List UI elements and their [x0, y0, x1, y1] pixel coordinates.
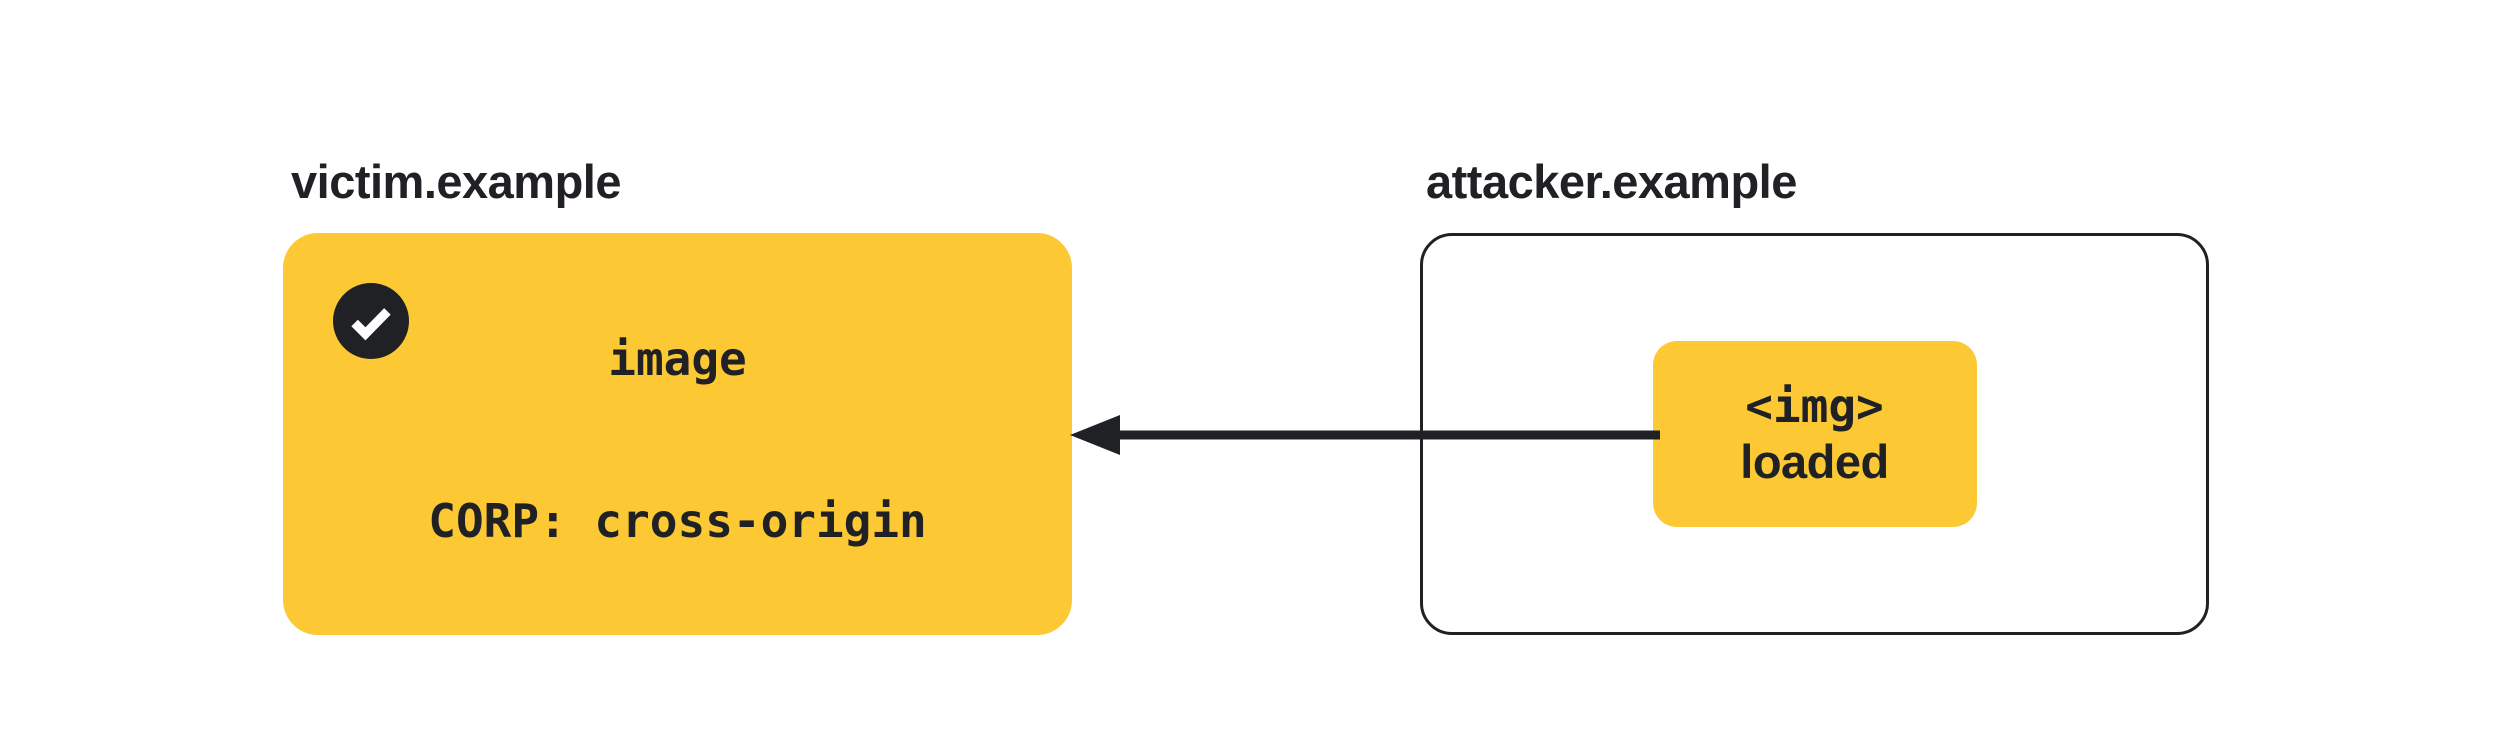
request-arrow-left-icon	[1070, 415, 1660, 455]
corp-header-label: CORP: cross-origin	[428, 494, 927, 548]
img-tag-label: <img>	[1745, 379, 1884, 433]
attacker-site-box: <img> loaded	[1420, 233, 2209, 635]
attacker-domain-label: attacker.example	[1426, 155, 1797, 208]
resource-type-label: image	[608, 332, 747, 386]
loaded-status-label: loaded	[1740, 435, 1889, 488]
img-resource-box: <img> loaded	[1652, 341, 1977, 527]
victim-site-box: image CORP: cross-origin	[283, 233, 1072, 635]
victim-resource-text: image CORP: cross-origin	[428, 224, 927, 656]
check-icon	[333, 283, 409, 359]
victim-domain-label: victim.example	[291, 155, 622, 208]
